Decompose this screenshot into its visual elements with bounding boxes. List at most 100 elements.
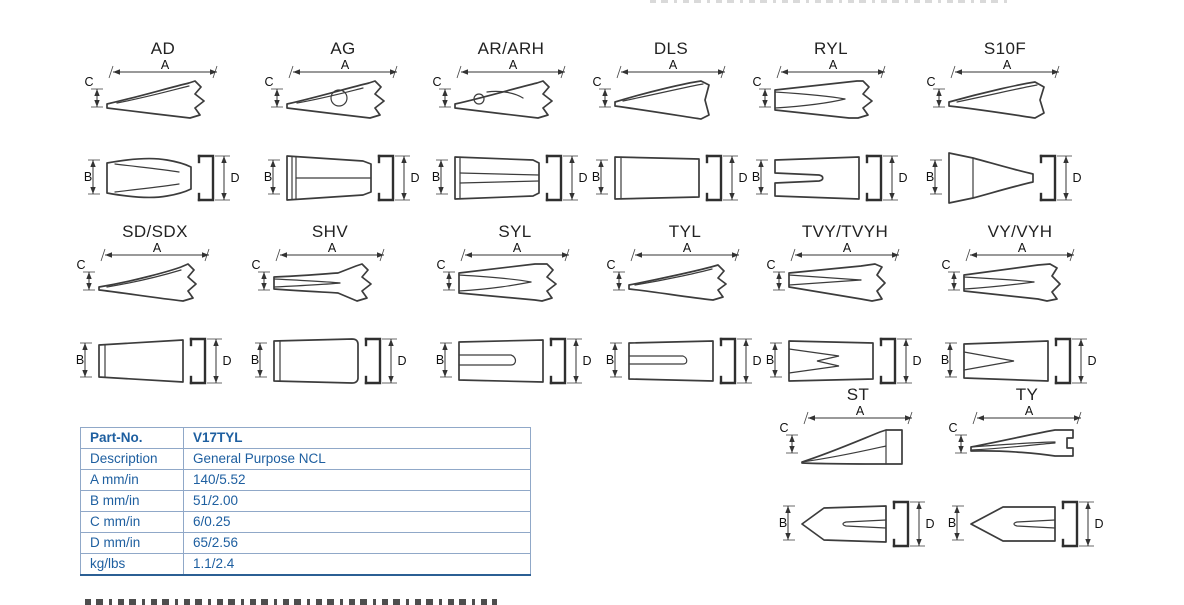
dimension-arrowhead xyxy=(113,69,120,75)
dim-c-label: C xyxy=(436,258,445,272)
tooth-hole xyxy=(473,93,485,105)
dimension-arrowhead xyxy=(758,160,764,167)
dimension-arrowhead xyxy=(612,370,618,377)
tooth-side-detail xyxy=(774,91,846,100)
dimension-arrowhead xyxy=(213,339,219,346)
dim-d-label: D xyxy=(222,354,231,368)
dimension-arrowhead xyxy=(1067,252,1074,258)
dimension-arrowhead xyxy=(916,539,922,546)
side-view-diagram: AC xyxy=(779,406,913,465)
tooth-side-detail xyxy=(296,87,364,104)
dim-a-label: A xyxy=(843,243,852,255)
profile-title: AR/ARH xyxy=(477,39,545,58)
spec-label: A mm/in xyxy=(80,469,184,491)
pocket-bracket xyxy=(545,154,563,202)
profile-title: AD xyxy=(150,39,176,58)
pocket-bracket xyxy=(1039,154,1057,202)
tooth-side-outline xyxy=(273,263,372,302)
profile-title: S10F xyxy=(983,39,1027,58)
dimension-arrowhead xyxy=(221,193,227,200)
dimension-arrowhead xyxy=(438,187,444,194)
dimension-arrowhead xyxy=(947,370,953,377)
dimension-arrowhead xyxy=(762,89,768,96)
pocket-bracket xyxy=(364,337,382,385)
dimension-arrowhead xyxy=(758,187,764,194)
side-view-diagram: AC xyxy=(766,243,900,302)
pocket-bracket xyxy=(892,500,910,548)
profile-title: VY/VYH xyxy=(987,222,1053,241)
dimension-arrowhead xyxy=(213,376,219,383)
dimension-arrowhead xyxy=(221,156,227,163)
dimension-arrowhead xyxy=(569,156,575,163)
dimension-arrowhead xyxy=(808,415,815,421)
dimension-arrowhead xyxy=(438,160,444,167)
tooth-side-outline xyxy=(970,429,1074,457)
dimension-arrowhead xyxy=(954,506,960,513)
tooth-side-outline xyxy=(614,80,710,120)
tooth-plan-detail xyxy=(963,351,1015,371)
dimension-arrowhead xyxy=(878,69,885,75)
side-view-diagram: AC xyxy=(84,60,218,119)
spec-value: 1.1/2.4 xyxy=(183,553,531,576)
tooth-plan-detail xyxy=(114,163,180,173)
tooth-side-outline xyxy=(98,263,197,302)
dimension-arrowhead xyxy=(602,89,608,96)
dimension-arrowhead xyxy=(377,252,384,258)
dimension-arrowhead xyxy=(442,100,448,107)
dim-b-label: B xyxy=(941,353,949,367)
spec-label: B mm/in xyxy=(80,490,184,512)
spec-value: 140/5.52 xyxy=(183,469,531,491)
dimension-arrowhead xyxy=(401,193,407,200)
dimension-arrowhead xyxy=(889,156,895,163)
dimension-arrowhead xyxy=(602,100,608,107)
dimension-arrowhead xyxy=(461,69,468,75)
dimension-arrowhead xyxy=(612,343,618,350)
pocket-bracket xyxy=(865,154,883,202)
side-view-diagram: AC xyxy=(592,60,726,120)
tooth-plan-detail xyxy=(1013,519,1056,529)
pocket-bracket xyxy=(549,337,567,385)
extension-line xyxy=(108,65,114,79)
dim-b-label: B xyxy=(432,170,440,184)
dim-d-label: D xyxy=(898,171,907,185)
dimension-arrowhead xyxy=(616,272,622,279)
dimension-arrowhead xyxy=(729,193,735,200)
dimension-arrowhead xyxy=(892,252,899,258)
tooth-plan-detail xyxy=(459,172,540,176)
tooth-plan-outline xyxy=(970,506,1056,542)
side-view-diagram: AC xyxy=(941,243,1075,302)
profile-title: ST xyxy=(846,385,870,404)
dimension-arrowhead xyxy=(390,69,397,75)
dim-b-label: B xyxy=(948,516,956,530)
dim-c-label: C xyxy=(752,75,761,89)
dim-a-label: A xyxy=(1018,243,1027,255)
dimension-arrowhead xyxy=(261,272,267,279)
tooth-side-detail xyxy=(970,441,1056,448)
dimension-arrowhead xyxy=(388,339,394,346)
pocket-bracket xyxy=(879,337,897,385)
dimension-arrowhead xyxy=(951,272,957,279)
spec-value: General Purpose NCL xyxy=(183,448,531,470)
dimension-arrowhead xyxy=(970,252,977,258)
profile-title: TVY/TVYH xyxy=(801,222,889,241)
tooth-side-detail xyxy=(106,269,182,288)
tooth-plan-outline xyxy=(458,339,544,383)
pocket-bracket xyxy=(705,154,723,202)
dimension-arrowhead xyxy=(947,343,953,350)
dimension-arrowhead xyxy=(958,446,964,453)
dimension-arrowhead xyxy=(1063,156,1069,163)
dimension-arrowhead xyxy=(936,89,942,96)
tooth-plan-detail xyxy=(114,183,180,193)
tooth-plan-detail xyxy=(842,519,887,529)
tooth-side-outline xyxy=(106,80,205,119)
